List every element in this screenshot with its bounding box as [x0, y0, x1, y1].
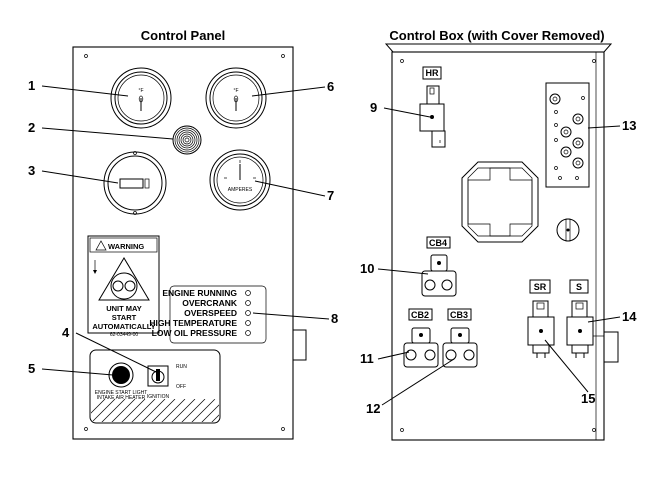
callout-15: 15 [581, 391, 595, 406]
indicator-lamp [245, 330, 251, 336]
hour-meter [103, 151, 167, 215]
callout-10: 10 [360, 261, 374, 276]
warning-line-1: UNIT MAY [106, 304, 142, 313]
control-panel-outline [72, 46, 294, 440]
circuit-breaker-cb2: CB2 [403, 308, 439, 368]
panel-side-tab [292, 329, 307, 361]
warning-line-2: START [112, 313, 137, 322]
control-panel: °F °F [72, 46, 307, 440]
control-box-title: Control Box (with Cover Removed) [389, 28, 604, 43]
warning-part-number: 62-03449-00 [110, 332, 139, 338]
indicator-low-oil-pressure-label: LOW OIL PRESSURE [152, 328, 238, 338]
callout-9: 9 [370, 100, 377, 115]
heater-label-1: ENGINE START LIGHT [95, 390, 148, 396]
callout-1: 1 [28, 78, 35, 93]
ignition-label: IGNITION [147, 394, 170, 400]
callout-12: 12 [366, 401, 380, 416]
switch-plate: ENGINE START LIGHT INTAKE AIR HEATER IGN… [89, 349, 221, 424]
indicator-lamp [245, 300, 251, 306]
relay-cb4-label: CB4 [429, 238, 447, 248]
gauge-unit-label: °F [138, 88, 143, 94]
gauge-unit-label: °F [233, 88, 238, 94]
temperature-gauge-left: °F [110, 67, 172, 129]
ammeter-label: AMPERES [228, 187, 253, 193]
circuit-breaker-cb4: CB4 [421, 236, 457, 297]
mount-hole [281, 427, 285, 431]
relay-cb3-label: CB3 [450, 310, 468, 320]
access-cutout [461, 161, 539, 243]
switch-run-label: RUN [176, 364, 187, 370]
switch-off-label: OFF [176, 384, 186, 390]
temperature-gauge-right: °F [205, 67, 267, 129]
indicator-lamp [245, 310, 251, 316]
indicator-engine-running-label: ENGINE RUNNING [162, 288, 237, 298]
mount-hole [84, 427, 88, 431]
fan-hazard-icon [98, 257, 150, 301]
indicator-lamp [245, 290, 251, 296]
callout-5: 5 [28, 361, 35, 376]
indicator-high-temperature-label: HIGH TEMPERATURE [149, 318, 237, 328]
callouts: 1 2 3 4 5 6 7 8 9 10 11 12 13 14 15 [28, 78, 637, 416]
starter-solenoid-s: S [566, 279, 604, 358]
callout-11: 11 [360, 351, 374, 366]
callout-14: 14 [622, 309, 637, 324]
hour-meter-display [119, 178, 144, 189]
warning-triangle-icon [95, 240, 107, 251]
relay-sr-label: SR [534, 282, 547, 292]
buzzer-icon [172, 125, 202, 155]
box-side-tab [603, 331, 619, 363]
circuit-breaker-cb3: CB3 [442, 308, 478, 368]
mount-hole [281, 54, 285, 58]
control-box-lip [384, 43, 613, 53]
indicator-overcrank-label: OVERCRANK [182, 298, 238, 308]
warning-header: WARNING [108, 242, 144, 251]
heater-label-2: INTAKE AIR HEATER [97, 395, 146, 401]
callout-7: 7 [327, 188, 334, 203]
intake-heater-button-cap [112, 366, 130, 384]
relay-s-label: S [576, 282, 582, 292]
plate-hatching [91, 399, 219, 422]
callout-4: 4 [62, 325, 70, 340]
control-box-outline [391, 51, 605, 441]
starter-relay-sr: SR [527, 279, 555, 358]
ignition-switch[interactable] [147, 365, 169, 387]
callout-2: 2 [28, 120, 35, 135]
callout-8: 8 [331, 311, 338, 326]
callout-3: 3 [28, 163, 35, 178]
relay-hr-label: HR [426, 68, 439, 78]
warning-line-3: AUTOMATICALLY [92, 322, 155, 331]
callout-13: 13 [622, 118, 636, 133]
indicator-overspeed-label: OVERSPEED [184, 308, 237, 318]
relay-cb2-label: CB2 [411, 310, 429, 320]
heater-relay-hr: HR [419, 66, 446, 148]
round-connector [556, 218, 580, 242]
callout-6: 6 [327, 79, 334, 94]
control-panel-title: Control Panel [141, 28, 226, 43]
ignition-toggle-icon [156, 369, 160, 381]
warning-decal: WARNING UNIT MAY START AUTOMATICALLY 62-… [87, 235, 160, 338]
indicator-lamp [245, 320, 251, 326]
mount-hole [84, 54, 88, 58]
terminal-board [545, 82, 590, 188]
ammeter-gauge: AMPERES [209, 149, 271, 211]
